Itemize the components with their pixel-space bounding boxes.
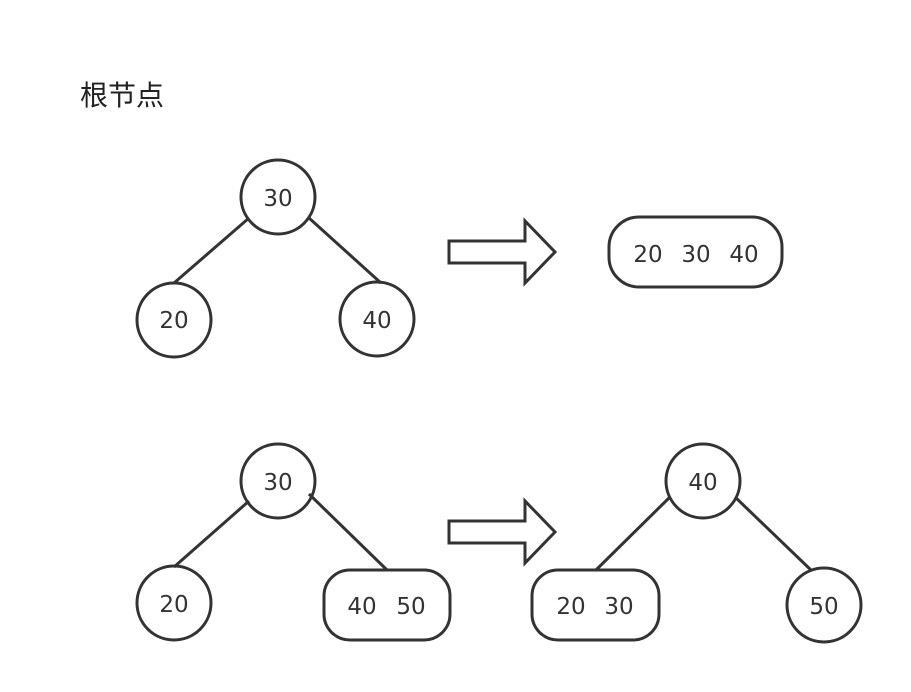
- label-after-left-2: 30: [604, 594, 633, 620]
- label-top-root: 30: [263, 186, 292, 212]
- arrow-bottom: [447, 497, 558, 567]
- label-after-root: 40: [688, 470, 717, 496]
- label-top-right: 40: [362, 308, 391, 334]
- edge-top-root-right: [307, 216, 383, 285]
- label-top-left: 20: [159, 308, 188, 334]
- label-after-right: 50: [809, 594, 838, 620]
- label-top-merged-1: 20: [633, 242, 662, 268]
- node-top-merged: [607, 215, 784, 289]
- label-bottom-right-2: 50: [396, 594, 425, 620]
- edge-bottom-root-left: [173, 499, 250, 569]
- node-top-left: [135, 281, 213, 359]
- edge-bottom-root-right: [307, 492, 389, 572]
- node-top-right: [338, 280, 416, 358]
- label-after-left-1: 20: [556, 594, 585, 620]
- node-bottom-root: [239, 442, 317, 520]
- diagram-title: 根节点: [80, 79, 165, 112]
- node-after-right: [785, 566, 863, 644]
- arrow-top: [447, 217, 558, 287]
- node-after-left-pair: [530, 568, 661, 642]
- edge-top-root-left: [173, 216, 250, 285]
- label-top-merged-3: 40: [729, 242, 758, 268]
- label-bottom-left: 20: [159, 592, 188, 618]
- label-bottom-root: 30: [263, 470, 292, 496]
- node-top-root: [239, 158, 317, 236]
- edge-after-root-left: [594, 495, 672, 572]
- node-after-root: [664, 442, 742, 520]
- label-bottom-right-1: 40: [347, 594, 376, 620]
- edge-after-root-right: [733, 495, 814, 573]
- node-bottom-right-pair: [322, 568, 452, 642]
- node-bottom-left: [135, 564, 213, 642]
- label-top-merged-2: 30: [681, 242, 710, 268]
